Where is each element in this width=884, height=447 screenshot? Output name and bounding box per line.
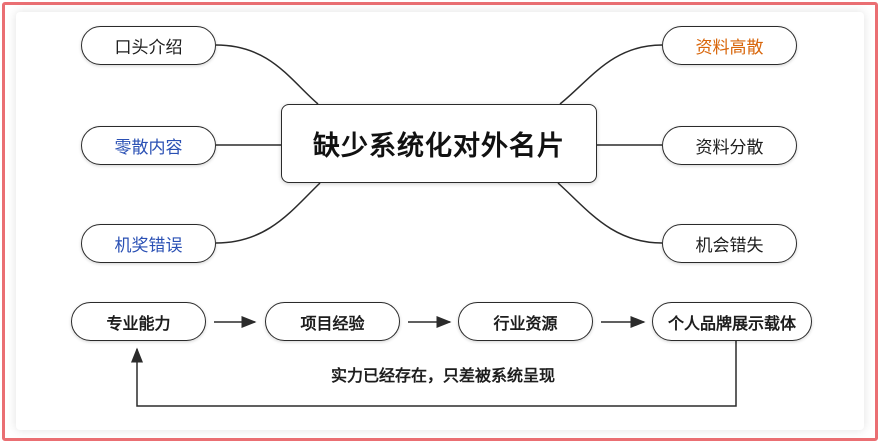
connector-right-top <box>559 44 663 105</box>
flow-step-project-experience: 项目经验 <box>265 302 400 341</box>
flow-step-personal-brand-carrier: 个人品牌展示载体 <box>652 302 812 341</box>
diagram-card <box>16 12 864 430</box>
flow-step-professional-ability: 专业能力 <box>71 302 206 341</box>
right-item-missed-opportunity: 机会错失 <box>662 224 797 263</box>
left-item-misunderstanding: 机奖错误 <box>81 224 216 263</box>
feedback-loop-arrow <box>131 341 737 407</box>
right-item-materials-scattered-1: 资料高散 <box>662 26 797 65</box>
left-item-scattered-content: 零散内容 <box>81 126 216 165</box>
outer-frame <box>2 2 878 441</box>
connector-left-bottom <box>215 182 321 244</box>
right-item-materials-scattered-2: 资料分散 <box>662 126 797 165</box>
central-topic: 缺少系统化对外名片 <box>281 104 597 183</box>
left-item-oral-intro: 口头介绍 <box>81 26 216 65</box>
connector-right-bottom <box>557 182 663 244</box>
connector-left-top <box>215 44 319 105</box>
flow-step-industry-resources: 行业资源 <box>458 302 593 341</box>
feedback-note: 实力已经存在，只差被系统呈现 <box>330 366 555 385</box>
